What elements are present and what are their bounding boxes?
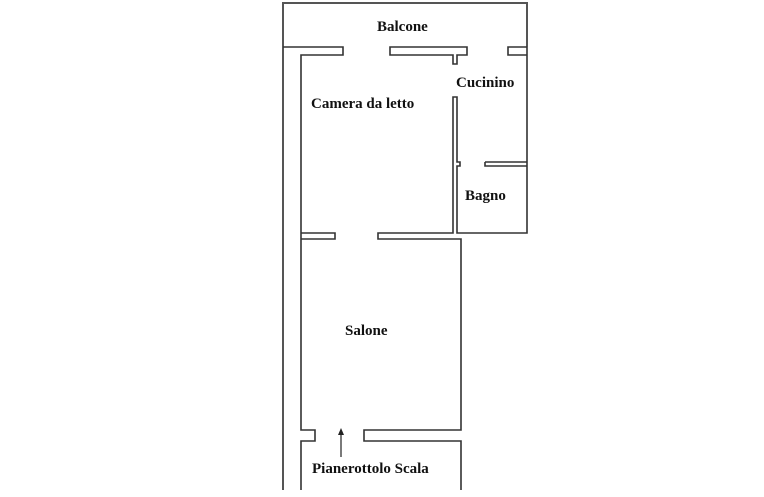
room-label-camera-da-letto: Camera da letto <box>311 96 415 112</box>
entrance-arrow-icon <box>338 428 344 435</box>
room-label-bagno: Bagno <box>465 188 506 204</box>
room-label-cucinino: Cucinino <box>456 75 515 91</box>
wall-cucinino-bagno <box>484 161 527 167</box>
outer-frame <box>282 2 528 490</box>
room-label-pianerottolo-scala: Pianerottolo Scala <box>312 461 429 477</box>
wall-right-outer <box>363 47 528 490</box>
wall-top-right <box>507 46 527 56</box>
wall-top-left <box>283 46 344 490</box>
room-label-salone: Salone <box>345 323 388 339</box>
wall-top-middle <box>389 46 468 65</box>
wall-camera-salone-left <box>301 232 336 240</box>
room-label-balcone: Balcone <box>377 19 428 35</box>
